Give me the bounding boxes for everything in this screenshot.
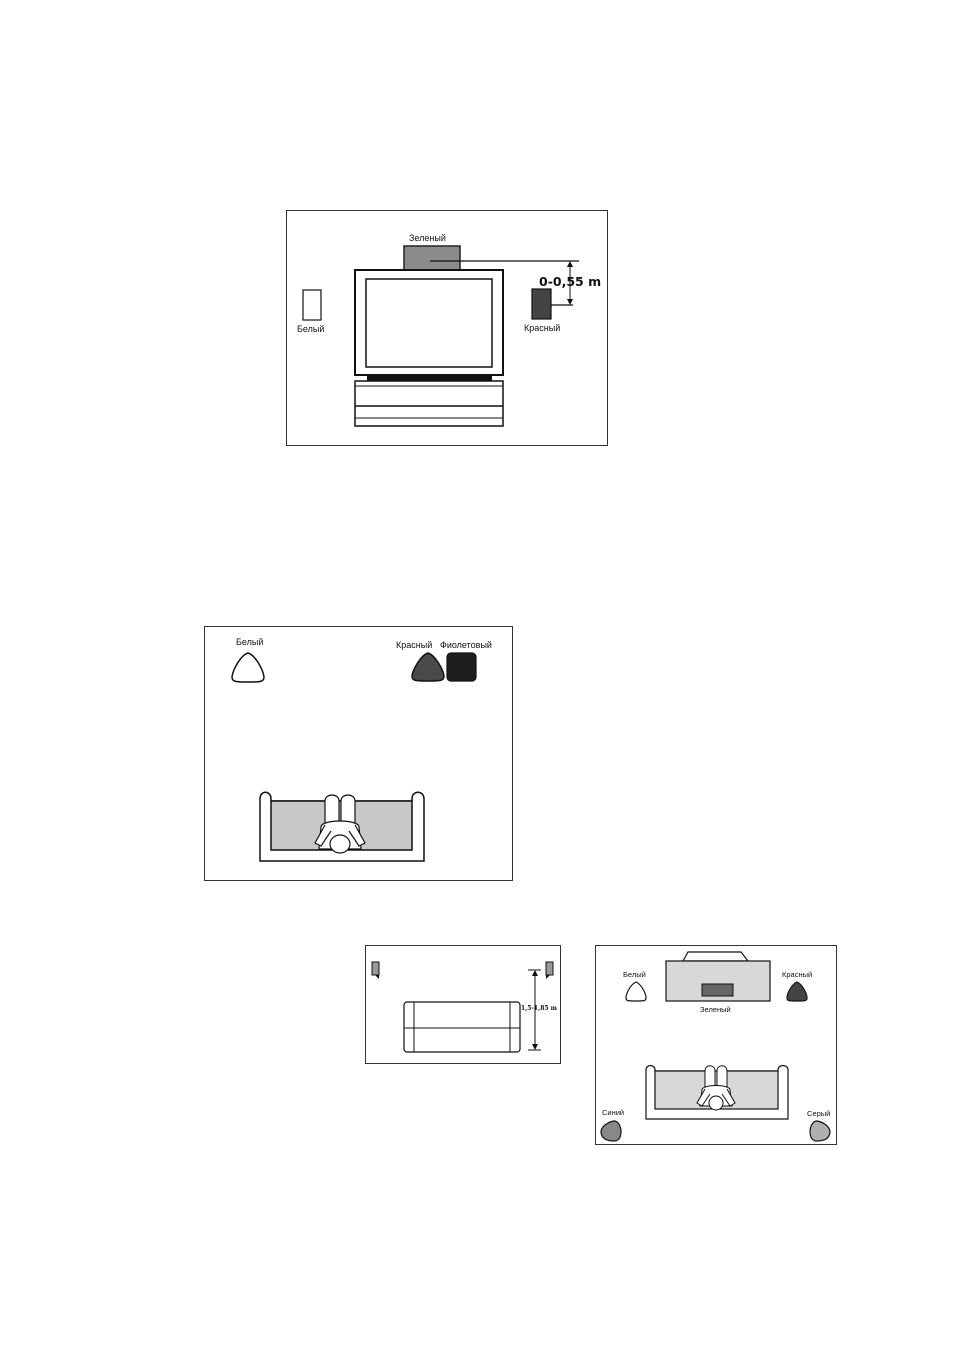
tv-front-drawing: 0-0,55 m Зеленый Белый Красный (287, 211, 609, 447)
center-speaker-icon (404, 246, 460, 270)
rear-left-speaker-icon (601, 1121, 621, 1141)
front-right-speaker-icon (412, 653, 444, 681)
surround-layout-diagram: Белый Красный Зеленый Синий Серый (595, 945, 837, 1145)
front-left-speaker-icon (232, 653, 264, 682)
tv-stand (355, 381, 503, 426)
rear-right-speaker-label: Серый (807, 1109, 830, 1118)
front-right-speaker-label: Красный (396, 640, 432, 650)
height-dimension-label: 0-0,55 m (539, 274, 601, 289)
subwoofer-icon (447, 653, 476, 681)
stereo-layout-diagram: Белый Красный Фиолетовый (204, 626, 513, 881)
height-dimension-label: 1,5-1,85 m (521, 1005, 558, 1012)
left-speaker-label: Белый (297, 324, 324, 334)
rear-right-speaker-icon (546, 962, 553, 975)
tv-screen (366, 279, 492, 367)
center-speaker-label: Зеленый (409, 233, 446, 243)
tv-front-diagram: 0-0,55 m Зеленый Белый Красный (286, 210, 608, 446)
front-right-speaker-label: Красный (782, 970, 812, 979)
rear-height-drawing: 1,5-1,85 m (366, 946, 562, 1065)
surround-layout-drawing: Белый Красный Зеленый Синий Серый (596, 946, 838, 1146)
front-right-speaker-icon (787, 982, 807, 1001)
center-speaker-label: Зеленый (700, 1005, 731, 1014)
right-speaker-icon (532, 289, 551, 319)
sofa-side-icon (404, 1002, 520, 1052)
rear-height-diagram: 1,5-1,85 m (365, 945, 561, 1064)
rear-right-speaker-icon (810, 1121, 830, 1141)
center-speaker-icon (702, 984, 733, 996)
stereo-layout-drawing: Белый Красный Фиолетовый (205, 627, 514, 882)
front-left-speaker-label: Белый (623, 970, 646, 979)
left-speaker-icon (303, 290, 321, 320)
rear-left-speaker-icon (372, 962, 379, 975)
subwoofer-label: Фиолетовый (440, 640, 492, 650)
tv-base (367, 375, 492, 381)
front-left-speaker-label: Белый (236, 637, 263, 647)
rear-left-speaker-label: Синий (602, 1108, 624, 1117)
front-left-speaker-icon (626, 982, 646, 1001)
right-speaker-label: Красный (524, 323, 560, 333)
